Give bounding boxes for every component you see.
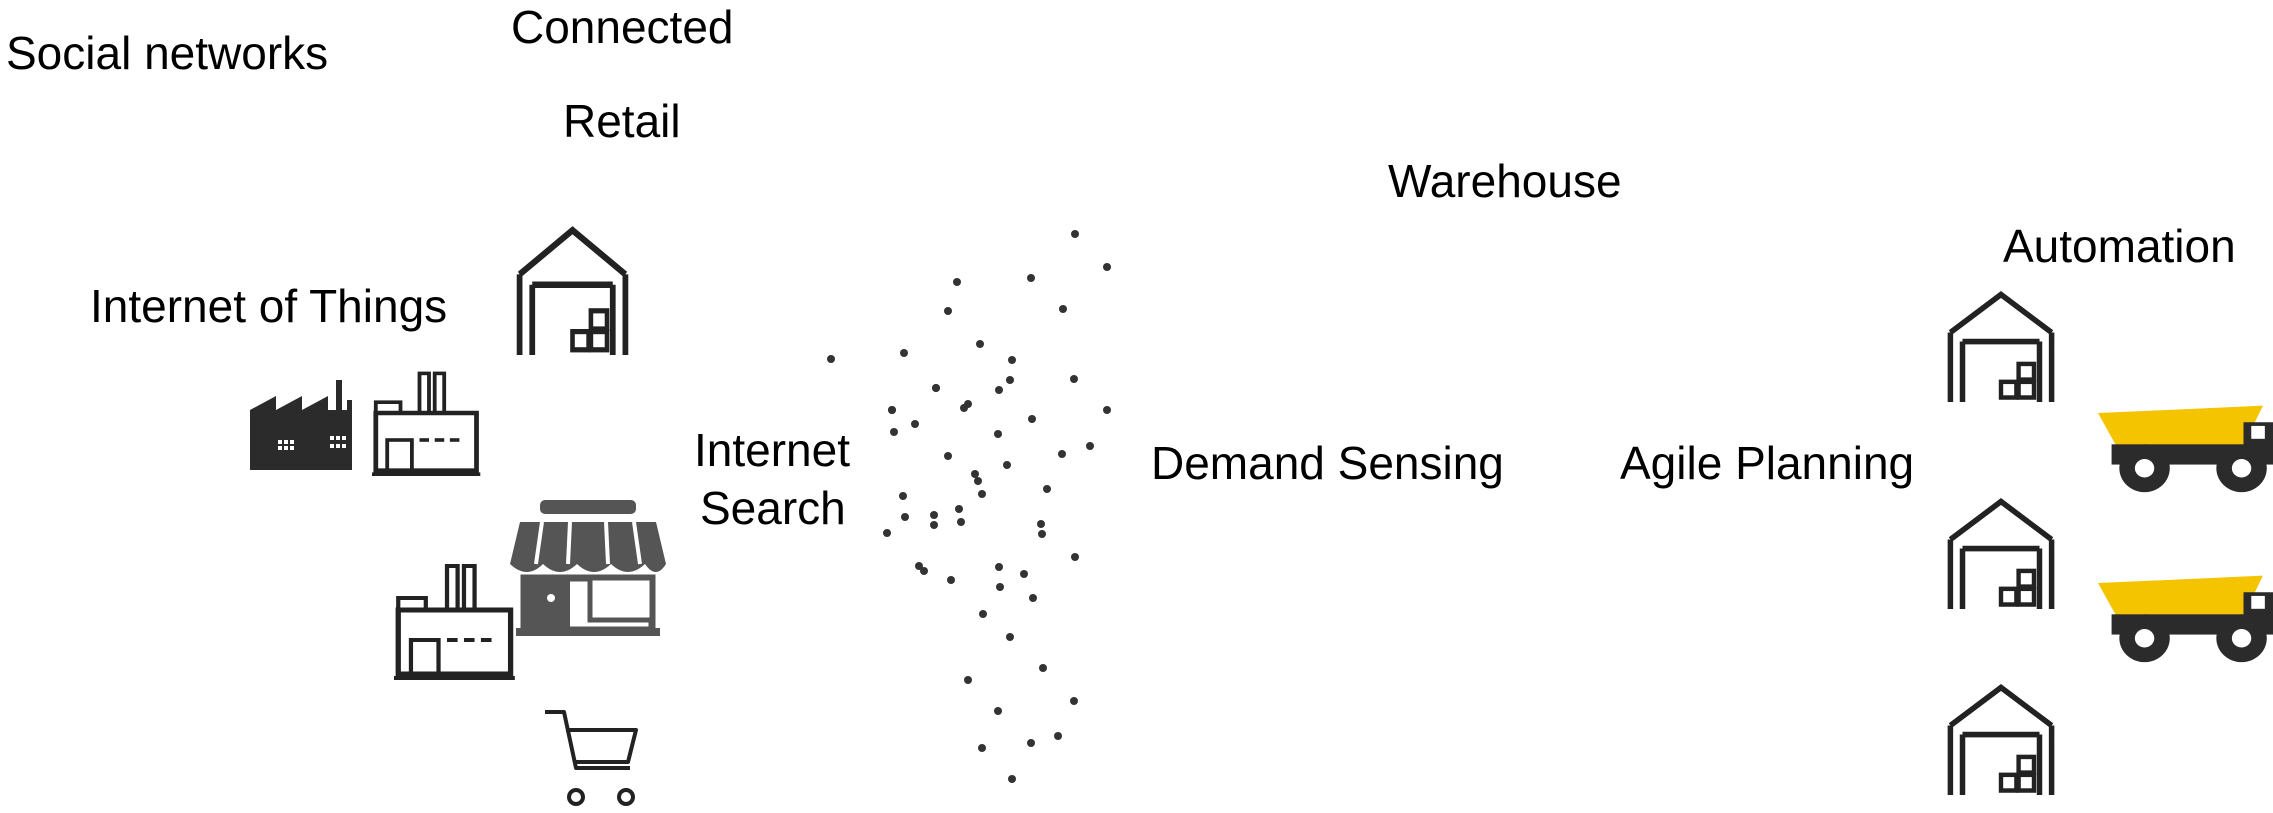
warehouse-icon-2 — [1950, 501, 2051, 609]
data-dot — [1006, 376, 1014, 384]
data-dot — [1027, 274, 1035, 282]
label-retail: Retail — [563, 95, 681, 147]
data-dot — [960, 404, 968, 412]
label-internet: Internet — [694, 424, 850, 476]
data-dot — [1027, 739, 1035, 747]
label-social-networks: Social networks — [6, 27, 329, 79]
data-dot — [1071, 230, 1079, 238]
label-automation: Automation — [2003, 220, 2236, 272]
data-dot — [1039, 664, 1047, 672]
data-dot — [888, 406, 896, 414]
data-dot — [920, 567, 928, 575]
label-connected: Connected — [511, 1, 734, 53]
label-warehouse: Warehouse — [1388, 155, 1622, 207]
data-dot — [996, 583, 1004, 591]
data-dot — [901, 513, 909, 521]
dump-truck-icon-2 — [2098, 575, 2273, 663]
warehouse-icon-retail — [520, 230, 626, 355]
dump-truck-icon-1 — [2098, 405, 2273, 493]
data-dot — [1043, 485, 1051, 493]
data-dot — [1103, 406, 1111, 414]
data-dot — [979, 610, 987, 618]
label-search: Search — [700, 482, 846, 534]
data-dot — [932, 384, 940, 392]
data-dot — [1006, 633, 1014, 641]
data-dot — [900, 349, 908, 357]
data-dot — [1071, 553, 1079, 561]
data-dot — [947, 576, 955, 584]
data-dot — [995, 386, 1003, 394]
factory-icon-solid — [250, 380, 352, 470]
data-dots-cloud — [827, 230, 1111, 783]
data-dot — [994, 430, 1002, 438]
shopping-cart-icon — [545, 710, 638, 806]
label-internet-search: Internet Search — [694, 421, 850, 537]
label-demand-sensing: Demand Sensing — [1151, 437, 1504, 489]
data-dot — [1086, 442, 1094, 450]
data-dot — [978, 744, 986, 752]
label-internet-of-things: Internet of Things — [90, 280, 448, 332]
data-dot — [1029, 594, 1037, 602]
data-dot — [930, 521, 938, 529]
data-dot — [944, 452, 952, 460]
data-dot — [1003, 461, 1011, 469]
data-dot — [995, 563, 1003, 571]
data-dot — [930, 511, 938, 519]
data-dot — [1103, 263, 1111, 271]
store-icon — [510, 500, 666, 636]
data-dot — [890, 428, 898, 436]
data-dot — [1008, 775, 1016, 783]
data-dot — [1054, 732, 1062, 740]
warehouse-icon-1 — [1950, 294, 2051, 402]
data-dot — [1059, 305, 1067, 313]
data-dot — [964, 676, 972, 684]
data-dot — [1058, 450, 1066, 458]
data-dot — [899, 492, 907, 500]
data-dot — [976, 340, 984, 348]
data-dot — [1028, 415, 1036, 423]
data-dot — [883, 529, 891, 537]
data-dot — [915, 562, 923, 570]
data-dot — [911, 420, 919, 428]
data-dot — [944, 307, 952, 315]
data-dot — [994, 707, 1002, 715]
data-dot — [971, 470, 979, 478]
factory-icon-outline-1 — [372, 373, 480, 474]
label-agile-planning: Agile Planning — [1620, 437, 1915, 489]
data-dot — [827, 355, 835, 363]
data-dot — [1038, 530, 1046, 538]
data-dot — [955, 505, 963, 513]
warehouse-icon-3 — [1950, 687, 2051, 795]
data-dot — [1008, 356, 1016, 364]
factory-icon-outline-2 — [394, 566, 515, 678]
data-dot — [1037, 520, 1045, 528]
data-dot — [974, 477, 982, 485]
data-dot — [1070, 375, 1078, 383]
data-dot — [1070, 697, 1078, 705]
data-dot — [978, 490, 986, 498]
data-dot — [953, 278, 961, 286]
data-dot — [1020, 570, 1028, 578]
data-dot — [957, 518, 965, 526]
